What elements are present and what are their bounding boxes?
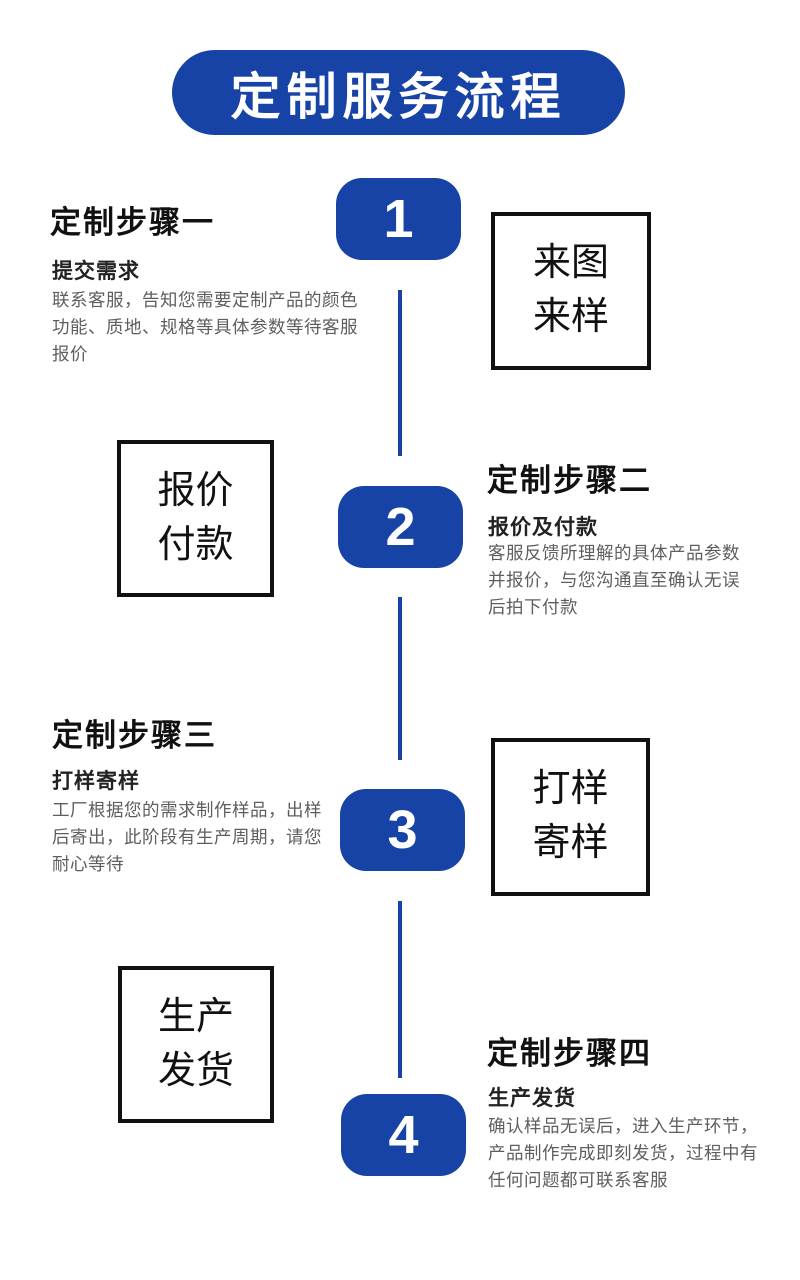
page-title: 定制服务流程 <box>172 50 625 135</box>
step-2-heading: 定制步骤二 <box>487 463 652 498</box>
step-4-heading: 定制步骤四 <box>487 1036 652 1071</box>
step-3-sample-box: 打样 寄样 <box>491 738 650 896</box>
flow-line-segment-1 <box>398 290 402 456</box>
step-4-number-badge: 4 <box>341 1094 466 1176</box>
step-1-subheading: 提交需求 <box>52 260 140 283</box>
step-4-subheading: 生产发货 <box>488 1087 576 1110</box>
step-2-number-badge: 2 <box>338 486 463 568</box>
step-3-subheading: 打样寄样 <box>52 770 140 793</box>
step-2-subheading: 报价及付款 <box>488 516 598 539</box>
step-4-sample-box: 生产 发货 <box>118 966 274 1123</box>
step-1-description: 联系客服，告知您需要定制产品的颜色 功能、质地、规格等具体参数等待客服 报价 <box>52 290 358 364</box>
step-1-number-badge: 1 <box>336 178 461 260</box>
step-1-heading: 定制步骤一 <box>50 205 215 240</box>
step-2-description: 客服反馈所理解的具体产品参数 并报价，与您沟通直至确认无误 后拍下付款 <box>488 543 740 617</box>
step-2-sample-box: 报价 付款 <box>117 440 274 597</box>
step-3-number-badge: 3 <box>340 789 465 871</box>
step-4-description: 确认样品无误后，进入生产环节， 产品制作完成即刻发货，过程中有 任何问题都可联系… <box>488 1116 758 1190</box>
step-3-description: 工厂根据您的需求制作样品，出样 后寄出，此阶段有生产周期，请您 耐心等待 <box>52 800 322 874</box>
flow-line-segment-2 <box>398 597 402 760</box>
step-3-heading: 定制步骤三 <box>52 718 217 753</box>
flow-line-segment-3 <box>398 901 402 1078</box>
step-1-sample-box: 来图 来样 <box>491 212 651 370</box>
